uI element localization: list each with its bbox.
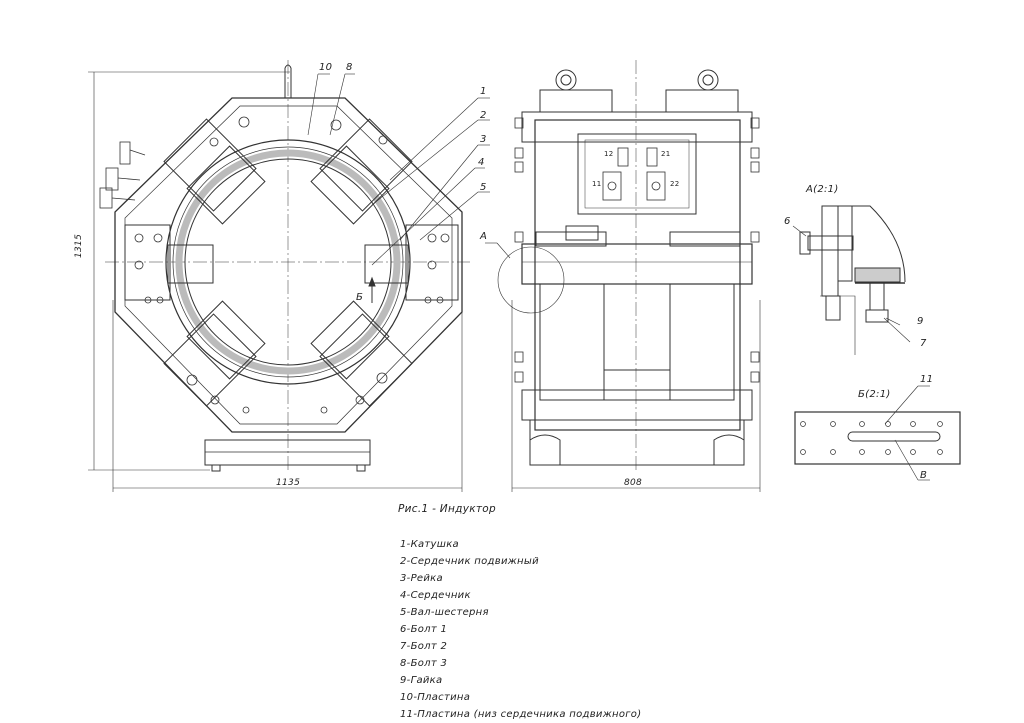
legend-item: 3-Рейка [400, 573, 443, 584]
view-v-label: В [920, 470, 928, 481]
callout-10: 10 [319, 62, 333, 73]
legend-item: 11-Пластина (низ сердечника подвижного) [400, 709, 642, 720]
view-b-label: Б [356, 292, 364, 303]
detail-a [792, 205, 911, 355]
terminal-11: 11 [592, 180, 602, 188]
callout-11: 11 [920, 374, 934, 385]
callout-2: 2 [480, 110, 487, 121]
terminal-12: 12 [604, 150, 614, 158]
legend-item: 4-Сердечник [400, 590, 471, 601]
terminal-21: 21 [661, 150, 671, 158]
callout-6: 6 [784, 216, 791, 227]
parts-legend: 1-Катушка 2-Сердечник подвижный 3-Рейка … [400, 536, 641, 723]
legend-item: 5-Вал-шестерня [400, 607, 489, 618]
legend-item: 10-Пластина [400, 692, 471, 703]
legend-item: 9-Гайка [400, 675, 443, 686]
legend-item: 2-Сердечник подвижный [400, 556, 539, 567]
side-view [485, 60, 761, 492]
callout-8: 8 [346, 62, 353, 73]
view-a-label: А [480, 231, 488, 242]
callout-3: 3 [480, 134, 487, 145]
legend-item: 1-Катушка [400, 539, 459, 550]
callout-7: 7 [920, 338, 927, 349]
legend-item: 8-Болт 3 [400, 658, 448, 669]
detail-b [794, 385, 961, 481]
figure-caption: Рис.1 - Индуктор [398, 503, 496, 515]
dimension-height: 1315 [74, 233, 84, 258]
terminal-22: 22 [670, 180, 680, 188]
dimension-front-width: 1135 [276, 478, 301, 488]
callout-1: 1 [480, 86, 487, 97]
callout-5: 5 [480, 182, 487, 193]
front-view [88, 60, 490, 492]
callout-4: 4 [478, 157, 485, 168]
legend-item: 7-Болт 2 [400, 641, 448, 652]
detail-a-title: А(2:1) [806, 184, 839, 195]
dimension-side-width: 808 [624, 478, 643, 488]
detail-b-title: Б(2:1) [858, 389, 891, 400]
callout-9: 9 [917, 316, 924, 327]
legend-item: 6-Болт 1 [400, 624, 448, 635]
